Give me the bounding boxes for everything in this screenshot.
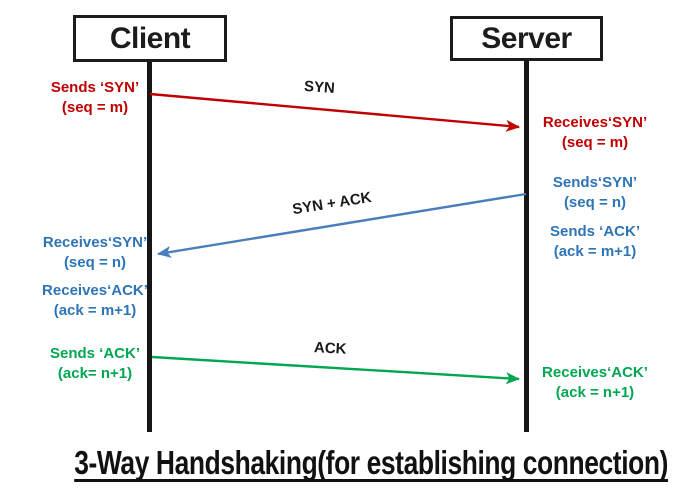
note-line: (seq = m) xyxy=(561,134,629,151)
title-row: 3-Way Handshaking(for establishing conne… xyxy=(0,444,677,482)
note-line: (seq = n) xyxy=(563,194,627,211)
note-line: Receives‘ACK’ xyxy=(542,364,648,381)
note-line: (seq = m) xyxy=(61,99,129,116)
note-line: Sends‘SYN’ xyxy=(552,174,638,191)
note-line: (ack = n+1) xyxy=(555,384,635,401)
server-label: Server xyxy=(481,21,572,55)
diagram-title: 3-Way Handshaking(for establishing conne… xyxy=(74,444,668,481)
note-server-sends-syn: Sends‘SYN’ (seq = n) xyxy=(520,173,670,213)
note-client-receives-syn: Receives‘SYN’ (seq = n) xyxy=(20,233,170,273)
note-server-receives-syn: Receives‘SYN’ (seq = m) xyxy=(520,113,670,153)
syn-arrow-label: SYN xyxy=(303,77,336,98)
note-line: (ack = m+1) xyxy=(553,243,637,260)
note-line: Receives‘SYN’ xyxy=(542,114,648,131)
server-actor-box: Server xyxy=(450,16,603,61)
note-client-sends-ack: Sends ‘ACK’ (ack= n+1) xyxy=(20,344,170,384)
note-line: (ack= n+1) xyxy=(57,365,133,382)
note-line: (seq = n) xyxy=(63,254,127,271)
ack-arrow xyxy=(151,355,520,385)
note-line: Sends ‘ACK’ xyxy=(49,345,140,362)
note-client-sends-syn: Sends ‘SYN’ (seq = m) xyxy=(20,78,170,118)
note-server-sends-ack: Sends ‘ACK’ (ack = m+1) xyxy=(520,222,670,262)
note-line: Sends ‘ACK’ xyxy=(549,223,640,240)
client-lifeline xyxy=(147,61,152,432)
note-server-receives-ack: Receives‘ACK’ (ack = n+1) xyxy=(520,363,670,403)
note-line: Receives‘ACK’ xyxy=(42,282,148,299)
note-line: Sends ‘SYN’ xyxy=(50,79,140,96)
note-line: (ack = m+1) xyxy=(53,302,137,319)
ack-arrow-label: ACK xyxy=(313,339,347,358)
syn-ack-arrow xyxy=(157,192,527,258)
syn-arrow xyxy=(149,92,520,132)
client-label: Client xyxy=(109,21,191,55)
server-lifeline xyxy=(524,60,529,432)
client-actor-box: Client xyxy=(73,15,227,62)
note-client-receives-ack: Receives‘ACK’ (ack = m+1) xyxy=(20,281,170,321)
note-line: Receives‘SYN’ xyxy=(42,234,148,251)
